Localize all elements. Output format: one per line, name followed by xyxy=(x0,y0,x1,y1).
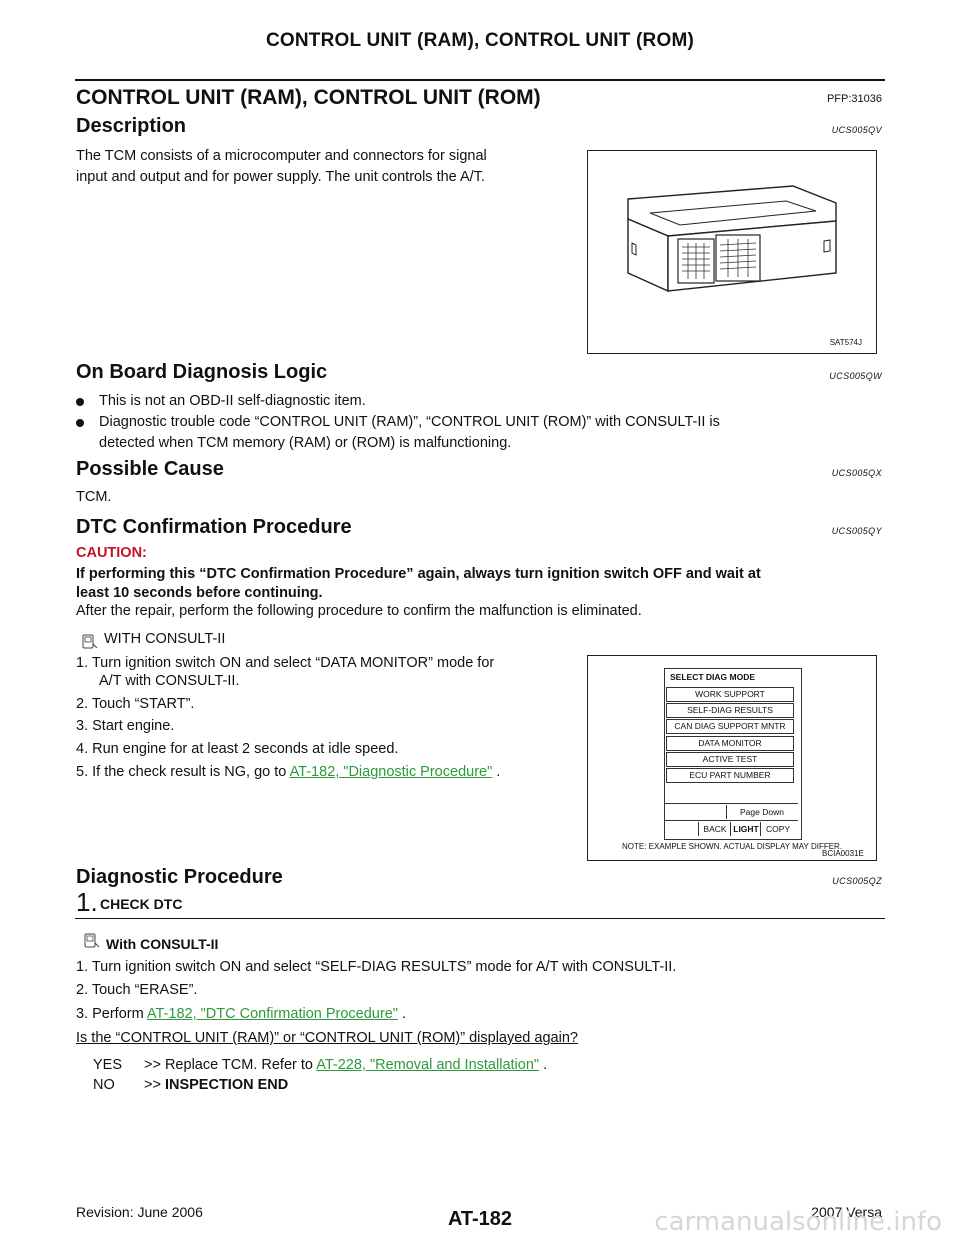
consult-tool-icon xyxy=(82,634,98,649)
menu-ecu-part-number[interactable]: ECU PART NUMBER xyxy=(666,768,794,783)
step-rule xyxy=(75,918,885,919)
main-title: CONTROL UNIT (RAM), CONTROL UNIT (ROM) xyxy=(76,86,541,109)
yes-prefix: >> Replace TCM. Refer to xyxy=(144,1057,313,1073)
dtc-step-5-suffix: . xyxy=(496,764,501,780)
select-diag-mode-title: SELECT DIAG MODE xyxy=(670,672,756,682)
description-text-1: The TCM consists of a microcomputer and … xyxy=(76,148,487,164)
description-text-2: input and output and for power supply. T… xyxy=(76,169,485,185)
footer-revision: Revision: June 2006 xyxy=(76,1204,203,1220)
diag-step-1: 1. Turn ignition switch ON and select “S… xyxy=(76,959,677,975)
dtc-step-1-line-1: 1. Turn ignition switch ON and select “D… xyxy=(76,655,495,671)
dtc-heading: DTC Confirmation Procedure xyxy=(76,516,352,538)
bullet-icon xyxy=(76,398,84,406)
diag-step-2: 2. Touch “ERASE”. xyxy=(76,982,198,998)
obd-code: UCS005QW xyxy=(829,371,882,381)
caution-line-2: least 10 seconds before continuing. xyxy=(76,585,323,601)
dtc-step-1-line-2: A/T with CONSULT-II. xyxy=(99,673,240,689)
cause-text: TCM. xyxy=(76,489,112,505)
back-button[interactable]: BACK xyxy=(698,822,731,836)
page-down-button[interactable]: Page Down xyxy=(726,805,797,819)
dtc-confirmation-link[interactable]: AT-182, "DTC Confirmation Procedure" xyxy=(146,1006,398,1022)
dtc-step-4: 4. Run engine for at least 2 seconds at … xyxy=(76,741,399,757)
diag-step-3-suffix: . xyxy=(401,1006,406,1022)
diag-step-number: 1. xyxy=(76,887,98,917)
dtc-step-2: 2. Touch “START”. xyxy=(76,696,195,712)
tcm-figure: SAT574J xyxy=(587,150,877,354)
yes-suffix: . xyxy=(543,1057,548,1073)
menu-active-test[interactable]: ACTIVE TEST xyxy=(666,752,794,767)
diagnostic-procedure-link[interactable]: AT-182, "Diagnostic Procedure" xyxy=(289,764,493,780)
cause-code: UCS005QX xyxy=(831,468,882,478)
part-number: PFP:31036 xyxy=(826,93,882,105)
caution-label: CAUTION: xyxy=(76,545,147,561)
diag-step-3-prefix: 3. Perform xyxy=(76,1006,144,1022)
light-button[interactable]: LIGHT xyxy=(730,822,761,836)
consult-figure-id: BCIA0031E xyxy=(822,849,864,858)
no-label: NO xyxy=(93,1077,115,1093)
dtc-code: UCS005QY xyxy=(831,526,882,536)
obd-bullet-2-line-2: detected when TCM memory (RAM) or (ROM) … xyxy=(99,435,512,451)
obd-heading: On Board Diagnosis Logic xyxy=(76,361,328,383)
bullet-icon xyxy=(76,419,84,427)
yes-action: >> Replace TCM. Refer to AT-228, "Remova… xyxy=(144,1055,547,1076)
after-repair-text: After the repair, perform the following … xyxy=(76,603,642,619)
page-number: AT-182 xyxy=(447,1208,513,1230)
diag-heading: Diagnostic Procedure xyxy=(76,866,283,888)
dtc-step-5: 5. If the check result is NG, go to AT-1… xyxy=(76,762,500,783)
description-heading: Description xyxy=(76,115,187,137)
copy-button[interactable]: COPY xyxy=(760,822,795,836)
dtc-step-5-prefix: 5. If the check result is NG, go to xyxy=(76,764,287,780)
menu-work-support[interactable]: WORK SUPPORT xyxy=(666,687,794,702)
description-code: UCS005QV xyxy=(831,125,882,135)
page-header-title: CONTROL UNIT (RAM), CONTROL UNIT (ROM) xyxy=(265,30,694,51)
with-consult-label: WITH CONSULT-II xyxy=(104,631,226,647)
consult-tool-icon xyxy=(84,933,100,948)
dtc-step-3: 3. Start engine. xyxy=(76,718,175,734)
no-action: >> INSPECTION END xyxy=(144,1075,288,1096)
screen-divider xyxy=(664,803,798,804)
cause-heading: Possible Cause xyxy=(76,458,224,480)
diag-step-title: CHECK DTC xyxy=(100,896,183,912)
figure-note: NOTE: EXAMPLE SHOWN. ACTUAL DISPLAY MAY … xyxy=(622,842,843,851)
diag-code: UCS005QZ xyxy=(832,876,882,886)
caution-line-1: If performing this “DTC Confirmation Pro… xyxy=(76,566,761,582)
removal-installation-link[interactable]: AT-228, "Removal and Installation" xyxy=(316,1057,540,1073)
menu-data-monitor[interactable]: DATA MONITOR xyxy=(666,736,794,751)
tcm-illustration xyxy=(627,185,837,293)
obd-bullet-2-line-1: Diagnostic trouble code “CONTROL UNIT (R… xyxy=(99,414,720,430)
watermark: carmanualsonline.info xyxy=(654,1207,942,1237)
obd-bullet-1: This is not an OBD-II self-diagnostic it… xyxy=(99,393,366,409)
header-rule xyxy=(75,79,885,81)
menu-can-diag-support-mntr[interactable]: CAN DIAG SUPPORT MNTR xyxy=(666,719,794,734)
yes-label: YES xyxy=(93,1057,123,1073)
diag-with-consult-label: With CONSULT-II xyxy=(106,936,219,952)
no-prefix: >> xyxy=(144,1077,161,1093)
screen-divider xyxy=(664,820,798,821)
diag-step-3: 3. Perform AT-182, "DTC Confirmation Pro… xyxy=(76,1004,406,1025)
footer-model: 2007 Versa xyxy=(811,1204,882,1220)
menu-self-diag-results[interactable]: SELF-DIAG RESULTS xyxy=(666,703,794,718)
description-figure-id: SAT574J xyxy=(829,338,862,347)
no-text: INSPECTION END xyxy=(164,1077,289,1093)
diag-question: Is the “CONTROL UNIT (RAM)” or “CONTROL … xyxy=(76,1030,578,1046)
